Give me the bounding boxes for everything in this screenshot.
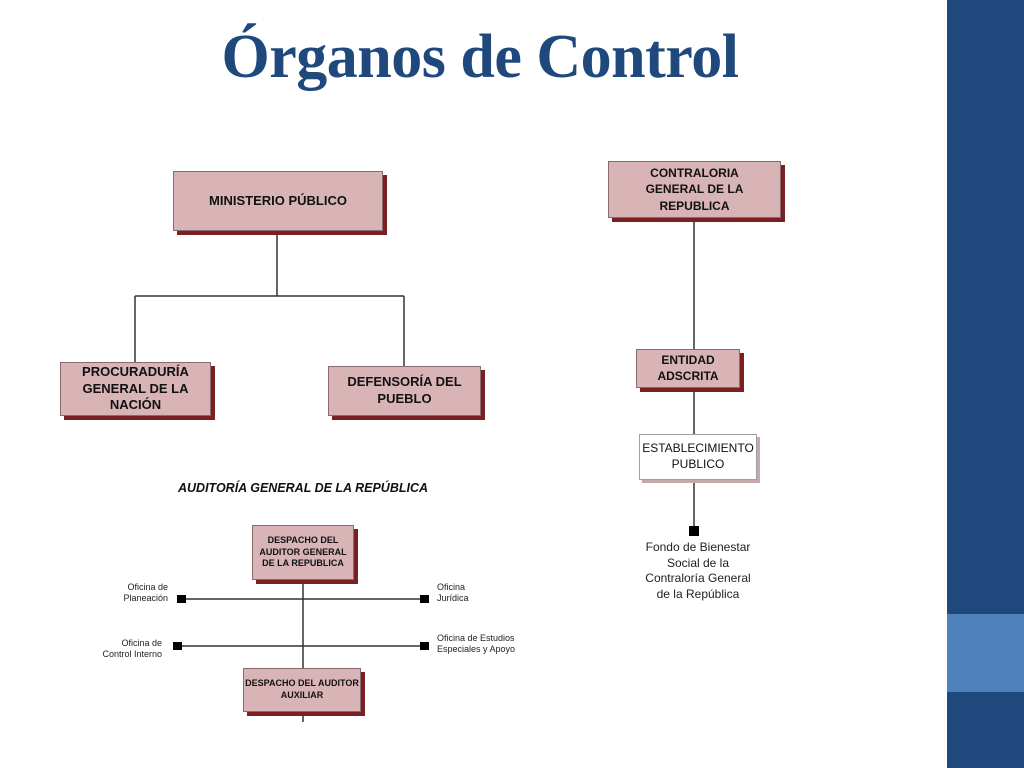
oficina-control-interno-label: Oficina de Control Interno bbox=[102, 638, 162, 660]
oficina-juridica-label: Oficina Jurídica bbox=[437, 582, 469, 604]
sidebar-band-accent bbox=[947, 614, 1024, 692]
despacho-auxiliar-box: DESPACHO DEL AUDITOR AUXILIAR bbox=[243, 668, 361, 712]
fondo-marker-icon bbox=[689, 526, 699, 536]
sidebar-band-top bbox=[947, 0, 1024, 614]
defensoria-box: DEFENSORÍA DEL PUEBLO bbox=[328, 366, 481, 416]
fondo-bienestar-label: Fondo de Bienestar Social de la Contralo… bbox=[645, 540, 751, 601]
ministerio-publico-box: MINISTERIO PÚBLICO bbox=[173, 171, 383, 231]
establecimiento-publico-box: ESTABLECIMIENTO PUBLICO bbox=[639, 434, 757, 480]
ministerio-publico-label: MINISTERIO PÚBLICO bbox=[209, 192, 347, 208]
juridica-marker-icon bbox=[420, 595, 429, 603]
defensoria-label: DEFENSORÍA DEL PUEBLO bbox=[347, 374, 462, 406]
auditoria-heading: AUDITORÍA GENERAL DE LA REPÚBLICA bbox=[178, 481, 429, 495]
slide-title: Órganos de Control bbox=[221, 23, 739, 91]
despacho-auxiliar-label: DESPACHO DEL AUDITOR AUXILIAR bbox=[245, 678, 359, 700]
estudios-marker-icon bbox=[420, 642, 429, 650]
contraloria-box: CONTRALORIA GENERAL DE LA REPUBLICA bbox=[608, 161, 781, 218]
despacho-auditor-box: DESPACHO DEL AUDITOR GENERAL DE LA REPUB… bbox=[252, 525, 354, 580]
planeacion-marker-icon bbox=[177, 595, 186, 603]
oficina-planeacion-label: Oficina de Planeación bbox=[123, 582, 168, 604]
procuraduria-label: PROCURADURÍA GENERAL DE LA NACIÓN bbox=[82, 363, 189, 413]
control-interno-marker-icon bbox=[173, 642, 182, 650]
oficina-estudios-label: Oficina de Estudios Especiales y Apoyo bbox=[437, 633, 516, 655]
procuraduria-box: PROCURADURÍA GENERAL DE LA NACIÓN bbox=[60, 362, 211, 416]
establecimiento-publico-label: ESTABLECIMIENTO PUBLICO bbox=[642, 441, 754, 471]
entidad-adscrita-label: ENTIDAD ADSCRITA bbox=[657, 352, 719, 383]
sidebar-band-bottom bbox=[947, 692, 1024, 768]
despacho-auditor-label: DESPACHO DEL AUDITOR GENERAL DE LA REPUB… bbox=[259, 534, 347, 569]
contraloria-label: CONTRALORIA GENERAL DE LA REPUBLICA bbox=[645, 166, 744, 213]
entidad-adscrita-box: ENTIDAD ADSCRITA bbox=[636, 349, 740, 388]
